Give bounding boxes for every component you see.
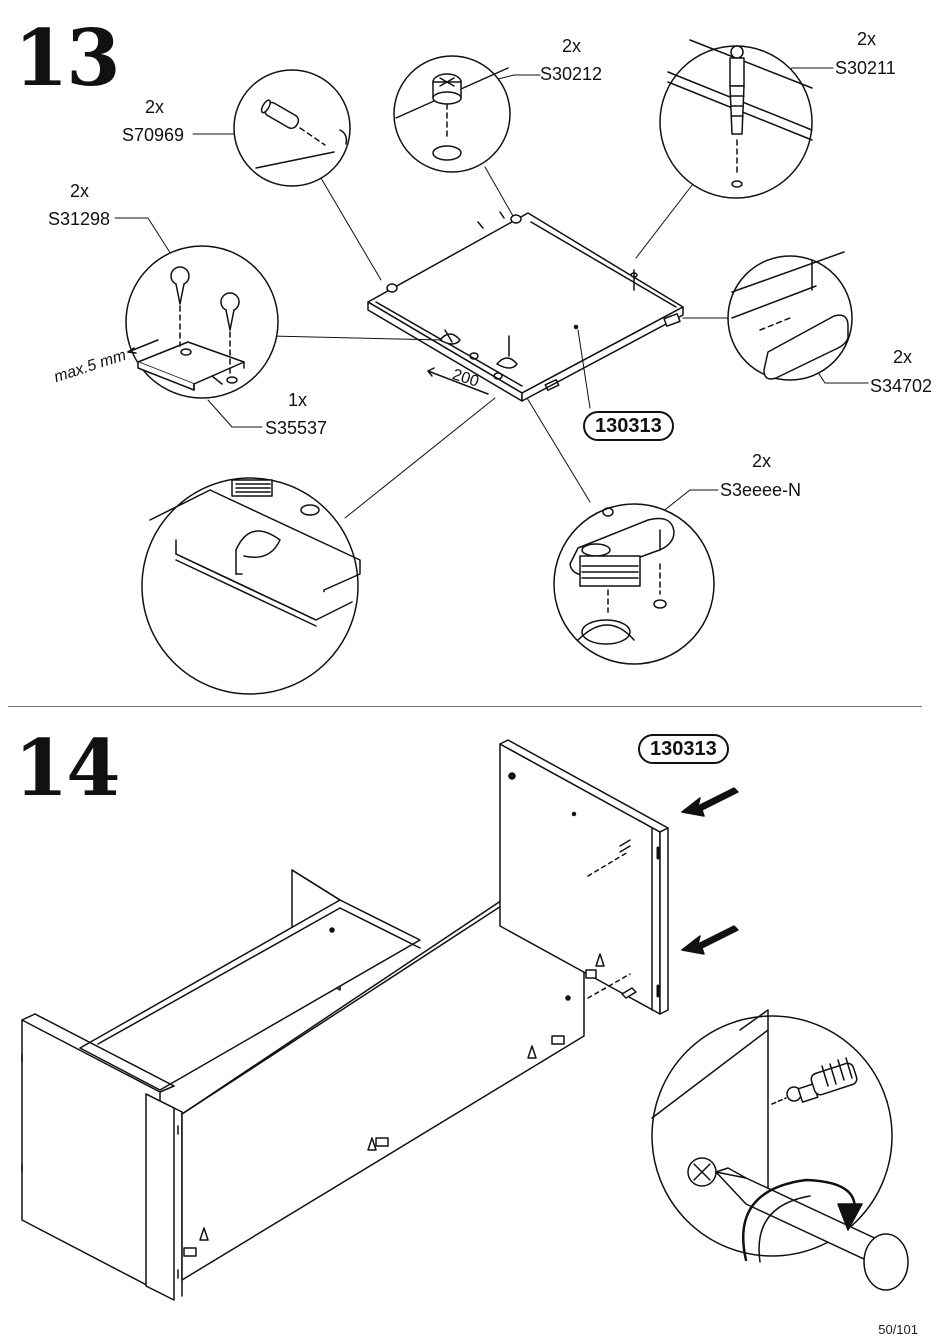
page-number: 50/101 — [878, 1322, 918, 1337]
callout-qty-s70969: 2x — [145, 97, 165, 117]
callout-code-s31298: S31298 — [48, 209, 111, 229]
connector-bolt-icon — [786, 1057, 858, 1103]
callout-qty-s34702: 2x — [893, 347, 913, 367]
callout-qty-s35537: 1x — [288, 390, 308, 410]
step-13-number: 13 — [14, 13, 121, 104]
board-130313 — [367, 211, 684, 402]
detail-eccentric-s3eeee-n — [553, 503, 715, 665]
detail-cutout-large — [141, 477, 361, 695]
detail-screwdriver-circle — [651, 1009, 909, 1291]
detail-dowel-s70969 — [233, 69, 351, 187]
callout-code-s3eeee-n: S3eeee-N — [720, 480, 802, 500]
detail-screws-plate — [125, 245, 279, 399]
detail-bolt-s30211 — [659, 39, 813, 199]
callout-code-s34702: S34702 — [870, 376, 933, 396]
callout-qty-s3eeee-n: 2x — [752, 451, 772, 471]
panel-id-badge-step13: 130313 — [583, 411, 674, 441]
detail-cam-s30212 — [393, 55, 511, 173]
rotate-arrow-icon — [741, 1178, 863, 1263]
panel-id-badge-step14: 130313 — [638, 734, 729, 764]
arrow-left-icon — [681, 925, 739, 955]
cabinet-assembly — [21, 739, 669, 1301]
arrow-left-icon — [681, 787, 739, 817]
step-14-number: 14 — [14, 723, 121, 814]
callout-qty-s30211: 2x — [857, 29, 877, 49]
callout-code-s70969: S70969 — [122, 125, 185, 145]
callout-qty-s31298: 2x — [70, 181, 90, 201]
callout-code-s30211: S30211 — [835, 58, 896, 78]
step-divider — [8, 706, 922, 707]
callout-code-s30212: S30212 — [540, 64, 603, 84]
callout-qty-s30212: 2x — [562, 36, 582, 56]
callout-code-s35537: S35537 — [265, 418, 328, 438]
detail-slide-s34702 — [727, 251, 853, 381]
